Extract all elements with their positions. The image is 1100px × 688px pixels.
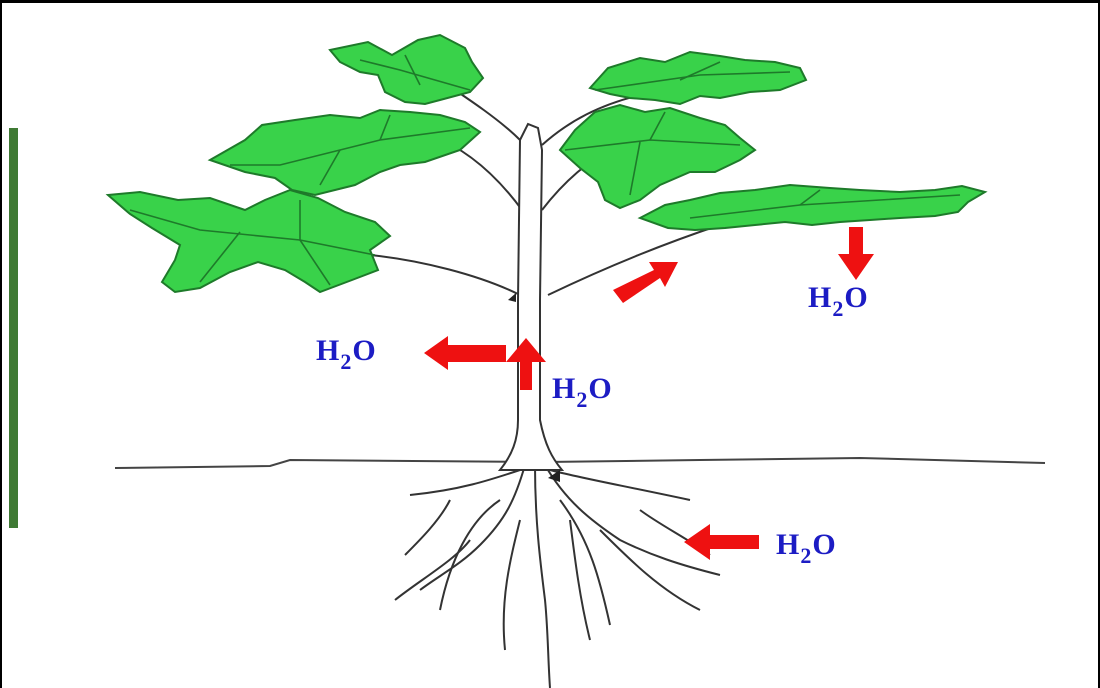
arrow-leaf-down xyxy=(838,227,874,280)
h2o-label-stem-right: H2O xyxy=(552,374,612,404)
leaf-lower-left xyxy=(108,190,390,292)
leaf-top-left xyxy=(330,35,483,104)
roots xyxy=(395,465,720,688)
h2o-tail: O xyxy=(844,281,867,314)
h2o-subscript: 2 xyxy=(832,296,843,321)
h2o-subscript: 2 xyxy=(800,543,811,568)
h2o-main: H xyxy=(552,372,575,405)
h2o-main: H xyxy=(808,281,831,314)
h2o-tail: O xyxy=(588,372,611,405)
arrow-root-left xyxy=(684,524,759,560)
arrow-branch-upright xyxy=(613,262,678,303)
h2o-tail: O xyxy=(352,334,375,367)
leaf-middle-left xyxy=(210,110,480,195)
h2o-subscript: 2 xyxy=(340,349,351,374)
h2o-label-stem-left: H2O xyxy=(316,336,376,366)
h2o-subscript: 2 xyxy=(576,387,587,412)
leaf-lower-right xyxy=(640,185,985,230)
h2o-label-roots: H2O xyxy=(776,530,836,560)
h2o-tail: O xyxy=(812,528,835,561)
leaf-top-right xyxy=(590,52,806,104)
stem-node-left xyxy=(508,293,516,302)
arrow-stem-left xyxy=(424,336,506,370)
h2o-main: H xyxy=(316,334,339,367)
h2o-label-leaf: H2O xyxy=(808,283,868,313)
h2o-main: H xyxy=(776,528,799,561)
water-arrows xyxy=(424,227,874,560)
soil-line xyxy=(115,458,1045,468)
stem xyxy=(500,124,562,470)
